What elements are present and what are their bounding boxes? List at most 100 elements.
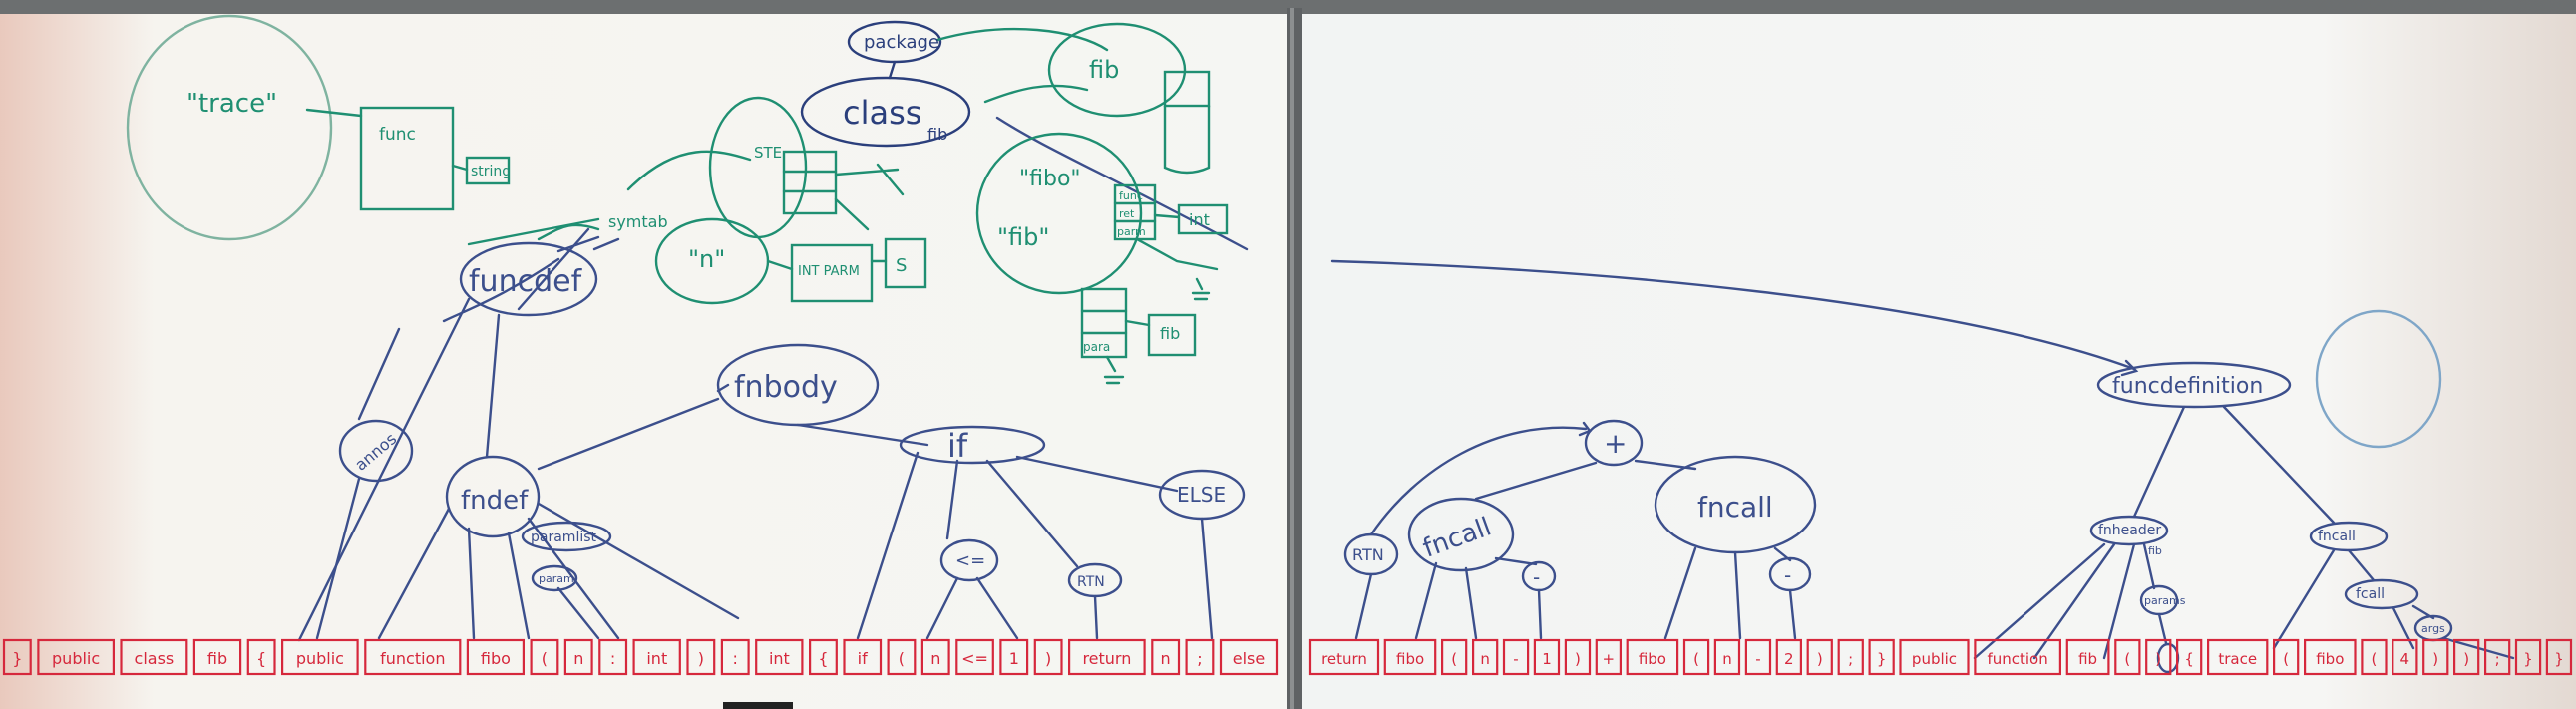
blue-parse-tree-left xyxy=(297,227,1246,642)
token-box xyxy=(1151,638,1181,676)
token-text: ( xyxy=(542,649,548,668)
lte-node: <= xyxy=(955,550,985,571)
if-node: if xyxy=(947,427,968,465)
minus-node-2: - xyxy=(1784,563,1791,587)
token-text: ( xyxy=(2371,650,2377,668)
fcall-node: fcall xyxy=(2356,586,2385,602)
token-text: ) xyxy=(2155,650,2161,668)
token-text: } xyxy=(12,649,22,668)
args-node: args xyxy=(2421,622,2445,635)
right-whiteboard xyxy=(1302,14,2576,709)
token-box xyxy=(466,638,525,676)
params-node: params xyxy=(2144,594,2186,607)
token-box xyxy=(2273,638,2300,676)
token-box xyxy=(1868,638,1895,676)
token-box xyxy=(1626,638,1679,676)
token-text: : xyxy=(733,649,738,668)
blue-parse-tree-right xyxy=(1330,259,2515,674)
token-text: 2 xyxy=(1784,650,1794,668)
token-text: n xyxy=(930,649,940,668)
token-text: - xyxy=(1755,650,1760,668)
token-box xyxy=(281,638,359,676)
token-box xyxy=(2114,638,2141,676)
token-text: fibo xyxy=(2316,650,2344,668)
token-text: { xyxy=(256,649,266,668)
token-box xyxy=(632,638,681,676)
n-string-label: "n" xyxy=(688,245,725,273)
token-box xyxy=(1837,638,1864,676)
token-box xyxy=(1595,638,1623,676)
token-text: int xyxy=(769,649,790,668)
token-box xyxy=(120,638,188,676)
token-box xyxy=(2,638,32,676)
package-fib-label: fib xyxy=(1089,56,1119,84)
token-box xyxy=(37,638,116,676)
token-box xyxy=(1744,638,1772,676)
token-box xyxy=(843,638,883,676)
token-text: function xyxy=(1987,650,2047,668)
token-text: 1 xyxy=(1542,650,1552,668)
token-text: class xyxy=(135,649,175,668)
token-box xyxy=(2484,638,2511,676)
func-label: func xyxy=(379,125,416,145)
token-box xyxy=(1806,638,1833,676)
token-text: trace xyxy=(2218,650,2257,668)
token-box xyxy=(2545,638,2573,676)
fncall-tail-node: fncall xyxy=(2318,529,2356,544)
token-text: public xyxy=(1912,650,1957,668)
class-fib-label: fib xyxy=(927,125,947,144)
string-label: string xyxy=(471,164,511,179)
token-box xyxy=(2145,638,2172,676)
fnheader-node: fnheader xyxy=(2098,523,2161,538)
token-box xyxy=(1775,638,1803,676)
token-text: n xyxy=(1722,650,1732,668)
symtab-label: symtab xyxy=(608,212,668,231)
token-box xyxy=(1533,638,1561,676)
token-box xyxy=(1564,638,1592,676)
token-box xyxy=(563,638,593,676)
left-whiteboard xyxy=(0,14,1287,709)
token-text: n xyxy=(1480,650,1490,668)
token-box xyxy=(1502,638,1530,676)
token-box xyxy=(1713,638,1741,676)
token-box xyxy=(1308,638,1380,676)
token-box xyxy=(999,638,1029,676)
token-box xyxy=(755,638,804,676)
token-box xyxy=(1067,638,1146,676)
token-box xyxy=(1974,638,2062,676)
token-text: n xyxy=(573,649,583,668)
token-text: ; xyxy=(1197,649,1202,668)
parm-tag-label: parm xyxy=(1117,225,1146,238)
token-box xyxy=(686,638,716,676)
token-text: { xyxy=(818,649,828,668)
fndef-node: fndef xyxy=(461,486,529,516)
token-text: ) xyxy=(1045,649,1051,668)
token-box xyxy=(1185,638,1215,676)
token-text: if xyxy=(858,649,868,668)
token-box xyxy=(192,638,242,676)
token-text: int xyxy=(646,649,667,668)
token-box xyxy=(2514,638,2542,676)
fib-string-label: "fib" xyxy=(997,223,1049,251)
token-text: - xyxy=(1513,650,1518,668)
marker xyxy=(723,702,793,709)
token-box xyxy=(2453,638,2480,676)
token-box xyxy=(1033,638,1063,676)
token-box xyxy=(1440,638,1468,676)
token-box xyxy=(1471,638,1499,676)
token-text: ( xyxy=(899,649,905,668)
token-box xyxy=(808,638,838,676)
token-box xyxy=(2392,638,2418,676)
token-text: : xyxy=(610,649,615,668)
token-text: ; xyxy=(2495,650,2500,668)
token-box xyxy=(2207,638,2269,676)
token-text: } xyxy=(2554,650,2564,668)
green-symbol-table-drawings xyxy=(126,14,1249,385)
rtn-node-left: RTN xyxy=(1077,574,1105,590)
func-tag-label: func xyxy=(1119,189,1143,202)
token-box xyxy=(1383,638,1437,676)
funcdef-node: funcdef xyxy=(469,264,583,299)
